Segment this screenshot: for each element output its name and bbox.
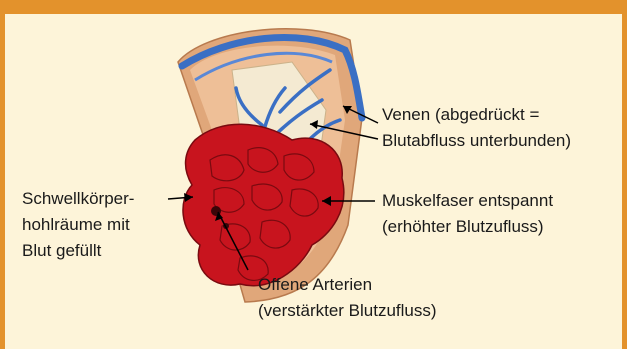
label-arterien-line-2: (verstärkter Blutzufluss) — [258, 298, 437, 324]
label-schwellkoerper: Schwellkörper- hohlräume mit Blut gefüll… — [22, 186, 134, 264]
label-venen-line-1: Venen (abgedrückt = — [382, 102, 571, 128]
label-muskelfaser-line-2: (erhöhter Blutzufluss) — [382, 214, 553, 240]
label-schwellkoerper-line-1: Schwellkörper- — [22, 186, 134, 212]
label-muskelfaser-line-1: Muskelfaser entspannt — [382, 188, 553, 214]
label-schwellkoerper-line-3: Blut gefüllt — [22, 238, 134, 264]
label-venen-line-2: Blutabfluss unterbunden) — [382, 128, 571, 154]
label-schwellkoerper-line-2: hohlräume mit — [22, 212, 134, 238]
label-muskelfaser: Muskelfaser entspannt (erhöhter Blutzufl… — [382, 188, 553, 240]
label-arterien-line-1: Offene Arterien — [258, 272, 437, 298]
label-arterien: Offene Arterien (verstärkter Blutzufluss… — [258, 272, 437, 324]
label-venen: Venen (abgedrückt = Blutabfluss unterbun… — [382, 102, 571, 154]
